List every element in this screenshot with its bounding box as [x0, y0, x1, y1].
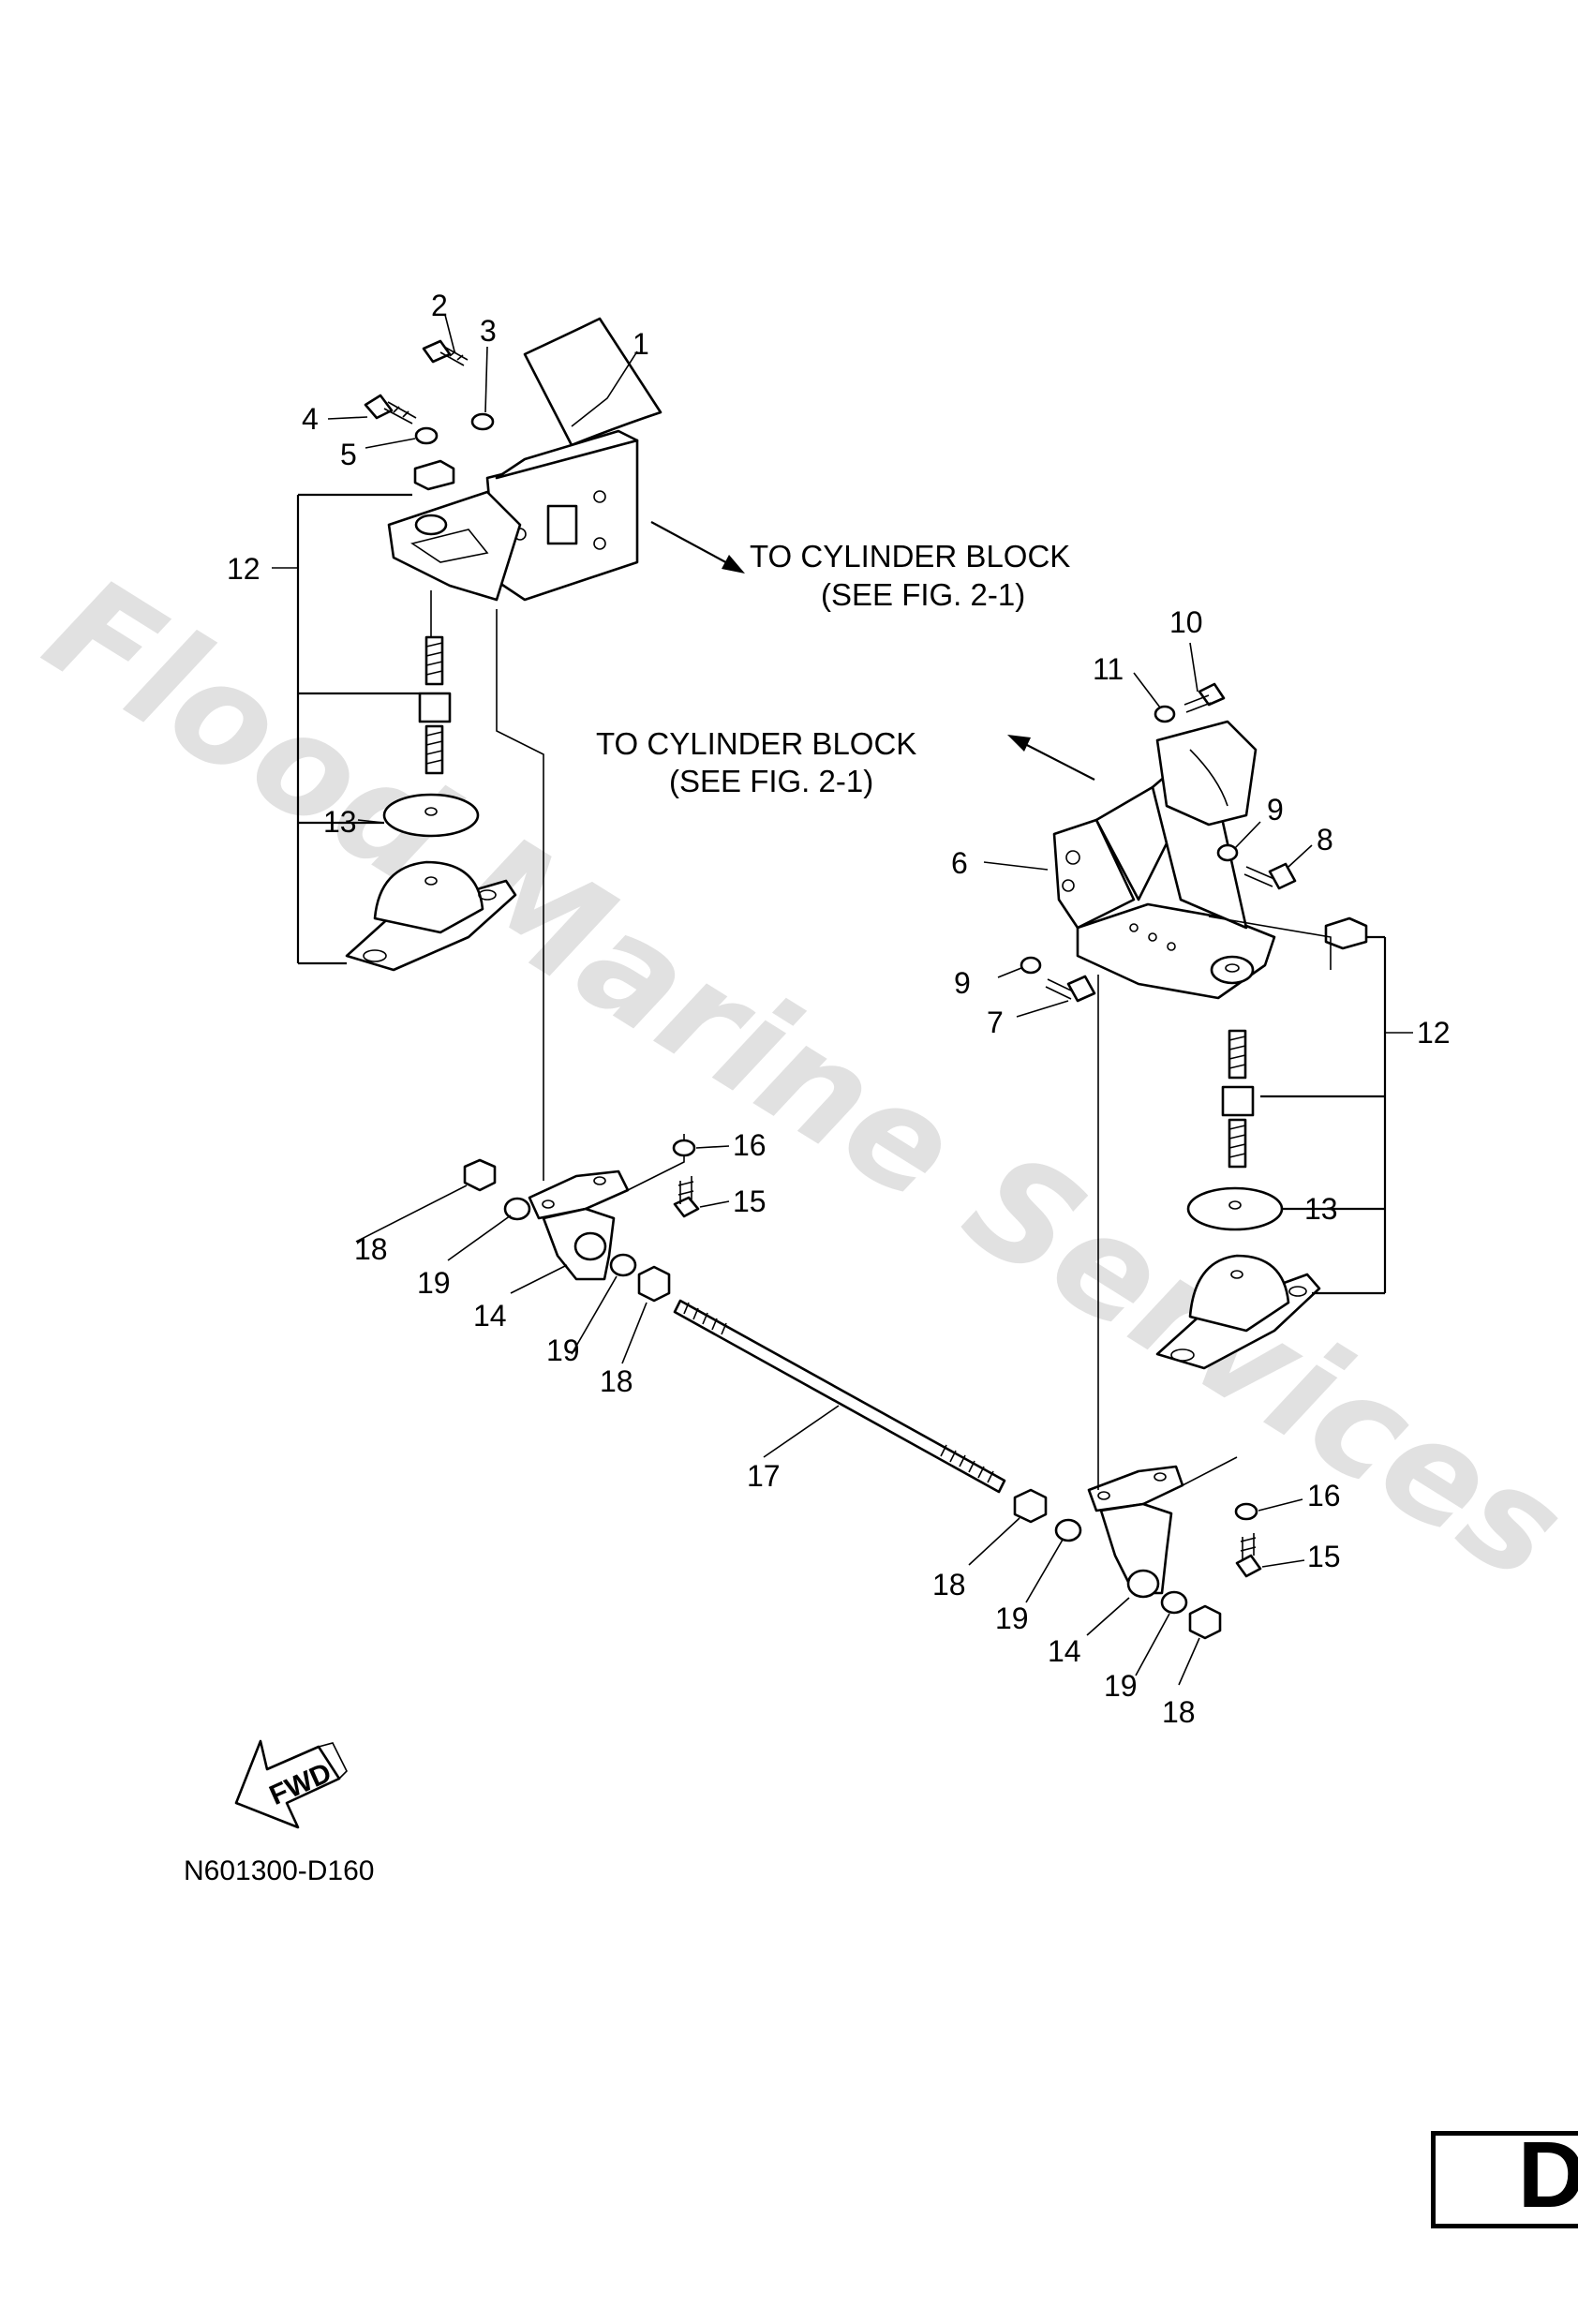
callout-6: 6 [951, 846, 968, 880]
leader-lines [272, 314, 1413, 1686]
part-1-bracket [387, 317, 662, 602]
callout-10: 10 [1169, 605, 1203, 639]
callout-16-right: 16 [1307, 1479, 1341, 1512]
callout-5: 5 [340, 438, 357, 471]
callout-17: 17 [747, 1459, 781, 1493]
part-18-nut-b [637, 1265, 671, 1303]
part-7-bolt [1045, 975, 1096, 1003]
note-upper: TO CYLINDER BLOCK (SEE FIG. 2-1) [750, 539, 1070, 612]
part-4-bolt [364, 394, 417, 425]
fwd-arrow-icon: FWD [234, 1739, 348, 1829]
part-9-washer-lower [1020, 956, 1042, 975]
left-mount-assembly [296, 317, 662, 972]
note-lower: TO CYLINDER BLOCK (SEE FIG. 2-1) [596, 726, 916, 798]
note-lower-line2: (SEE FIG. 2-1) [669, 764, 873, 798]
callout-15-right: 15 [1307, 1540, 1341, 1573]
callout-18-a: 18 [354, 1232, 388, 1266]
part-19-washer-b [609, 1253, 637, 1277]
callout-7: 7 [987, 1006, 1004, 1039]
part-2-bolt [422, 339, 469, 366]
callout-18-d: 18 [1162, 1695, 1196, 1729]
callout-16-left: 16 [733, 1128, 767, 1162]
part-9-washer-upper [1216, 843, 1239, 862]
part-19-washer-a [503, 1197, 531, 1221]
part-12-rubber-mount-right [1155, 1254, 1321, 1370]
arrow-upper [650, 521, 745, 574]
callout-19-c: 19 [995, 1601, 1029, 1635]
callout-13-left: 13 [323, 805, 357, 839]
part-12-rubber-mount-left [345, 860, 517, 972]
alignment-line-left [430, 590, 544, 1181]
note-upper-line2: (SEE FIG. 2-1) [821, 577, 1025, 612]
part-14-lower-bracket-left [528, 1169, 630, 1281]
callout-numbers: 1 2 3 4 5 12 13 10 11 9 8 6 9 7 12 13 16… [227, 289, 1451, 1729]
note-lower-line1: TO CYLINDER BLOCK [596, 726, 916, 761]
callout-12-right: 12 [1417, 1016, 1451, 1050]
page-letter: D [1517, 2123, 1578, 2227]
callout-9-lower: 9 [954, 966, 971, 1000]
part-15-16-right [1234, 1502, 1262, 1578]
part-14-lower-bracket-right [1087, 1465, 1184, 1599]
note-upper-line1: TO CYLINDER BLOCK [750, 539, 1070, 574]
part-10-bolt [1184, 682, 1226, 713]
callout-13-right: 13 [1304, 1192, 1338, 1226]
callout-2: 2 [431, 289, 448, 322]
callout-9-upper: 9 [1267, 793, 1284, 827]
part-5-washer [414, 426, 439, 445]
part-12-stud-left [418, 635, 452, 775]
watermark: Flood Marine Services [20, 546, 1578, 1613]
callout-14-left: 14 [473, 1299, 507, 1333]
part-18-nut-d [1188, 1604, 1222, 1640]
part-6-bracket [1052, 720, 1276, 1000]
page-letter-box: D [1431, 2123, 1578, 2228]
callout-19-d: 19 [1104, 1669, 1138, 1703]
callout-19-b: 19 [546, 1333, 580, 1367]
drawing-code: N601300-D160 [184, 1855, 374, 1886]
callout-8: 8 [1317, 823, 1333, 857]
part-18-nut-a [463, 1158, 497, 1192]
right-mount-assembly [1020, 682, 1387, 1370]
part-11-washer [1154, 705, 1176, 723]
callout-3: 3 [480, 314, 497, 348]
part-19-washer-d [1160, 1590, 1188, 1615]
callout-12-left: 12 [227, 552, 261, 586]
part-17-long-stud [673, 1299, 1006, 1494]
part-12-nut-right [1324, 916, 1368, 950]
callout-1: 1 [633, 327, 649, 361]
part-19-washer-c [1054, 1518, 1082, 1542]
callout-14-right: 14 [1048, 1634, 1081, 1668]
callout-18-b: 18 [600, 1364, 633, 1398]
callout-19-a: 19 [417, 1266, 451, 1300]
callout-11: 11 [1093, 652, 1124, 686]
callout-4: 4 [302, 402, 319, 436]
part-12-stud-right [1221, 1029, 1255, 1169]
part-12-nut-left [413, 459, 455, 491]
callout-18-c: 18 [932, 1568, 966, 1601]
part-18-nut-c [1013, 1488, 1048, 1524]
arrow-lower [1007, 735, 1095, 781]
part-3-washer [470, 412, 495, 431]
callout-15-left: 15 [733, 1184, 767, 1218]
part-15-16-left [672, 1139, 700, 1218]
part-8-bolt [1243, 862, 1297, 890]
